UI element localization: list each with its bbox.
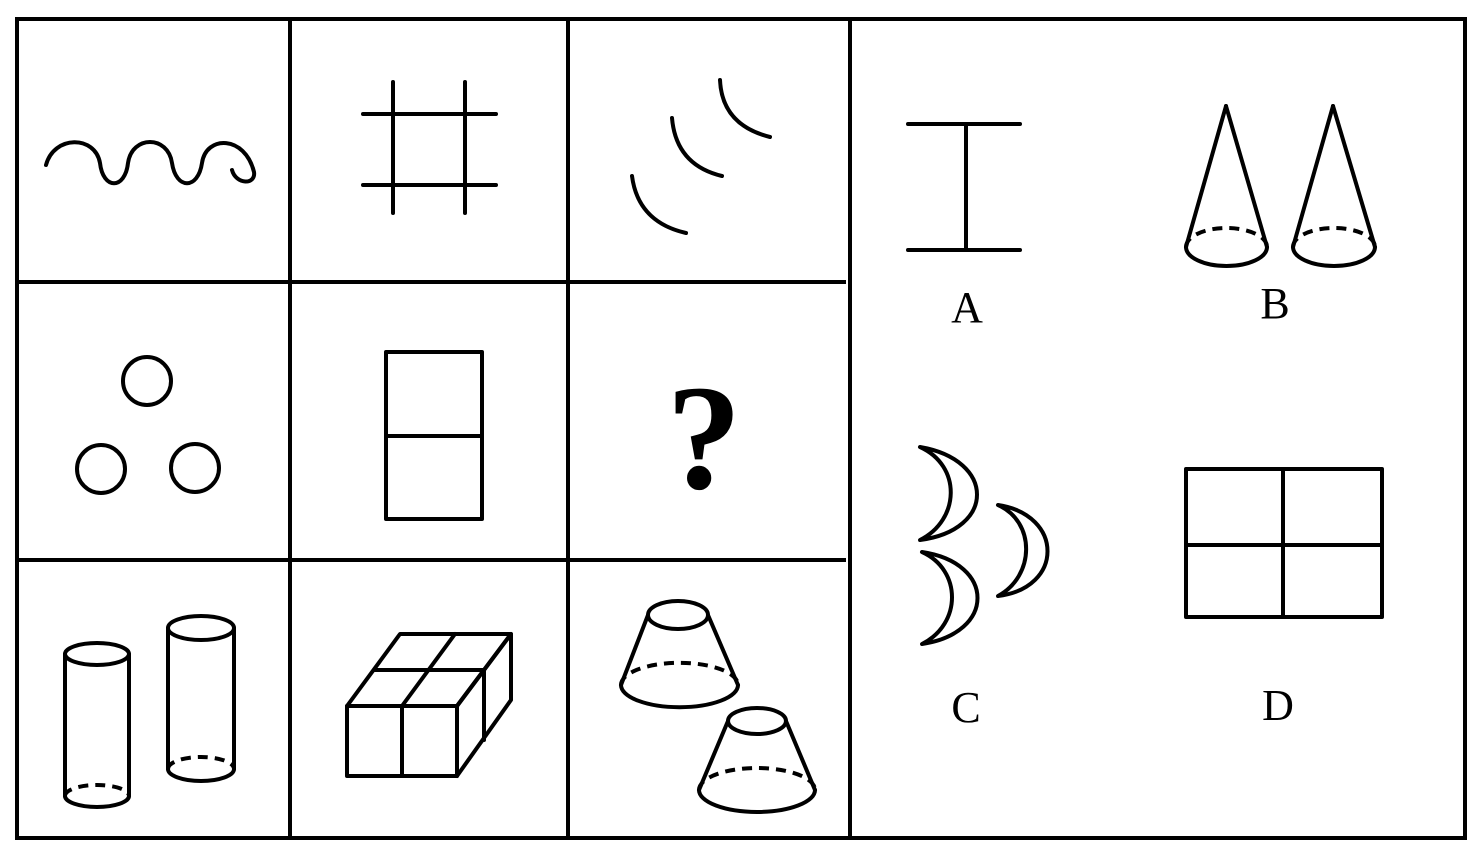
option-c-figure — [918, 445, 1050, 646]
cell-three-circles — [75, 355, 221, 495]
cell-hash-grid — [361, 80, 498, 215]
cell-stacked-rectangles — [384, 350, 484, 521]
cell-two-cylinders — [63, 614, 236, 809]
option-c[interactable]: C — [918, 445, 1050, 732]
outer-frame — [15, 17, 1467, 840]
option-a[interactable]: A — [906, 122, 1022, 332]
option-c-label: C — [951, 683, 980, 732]
option-d-label: D — [1262, 681, 1294, 730]
option-d-figure — [1184, 467, 1384, 619]
cell-cuboid-grid — [345, 632, 513, 778]
cell-wavy-line — [44, 140, 257, 185]
question-mark: ? — [667, 355, 742, 521]
cell-three-arcs — [630, 78, 772, 235]
option-b-figure — [1184, 104, 1377, 268]
option-b-label: B — [1260, 279, 1289, 328]
cell-two-frustums — [619, 599, 817, 814]
cell-question-mark: ? — [667, 355, 742, 521]
option-b[interactable]: B — [1184, 104, 1377, 328]
option-a-figure — [906, 122, 1022, 252]
option-a-label: A — [951, 283, 983, 332]
option-d[interactable]: D — [1184, 467, 1384, 730]
